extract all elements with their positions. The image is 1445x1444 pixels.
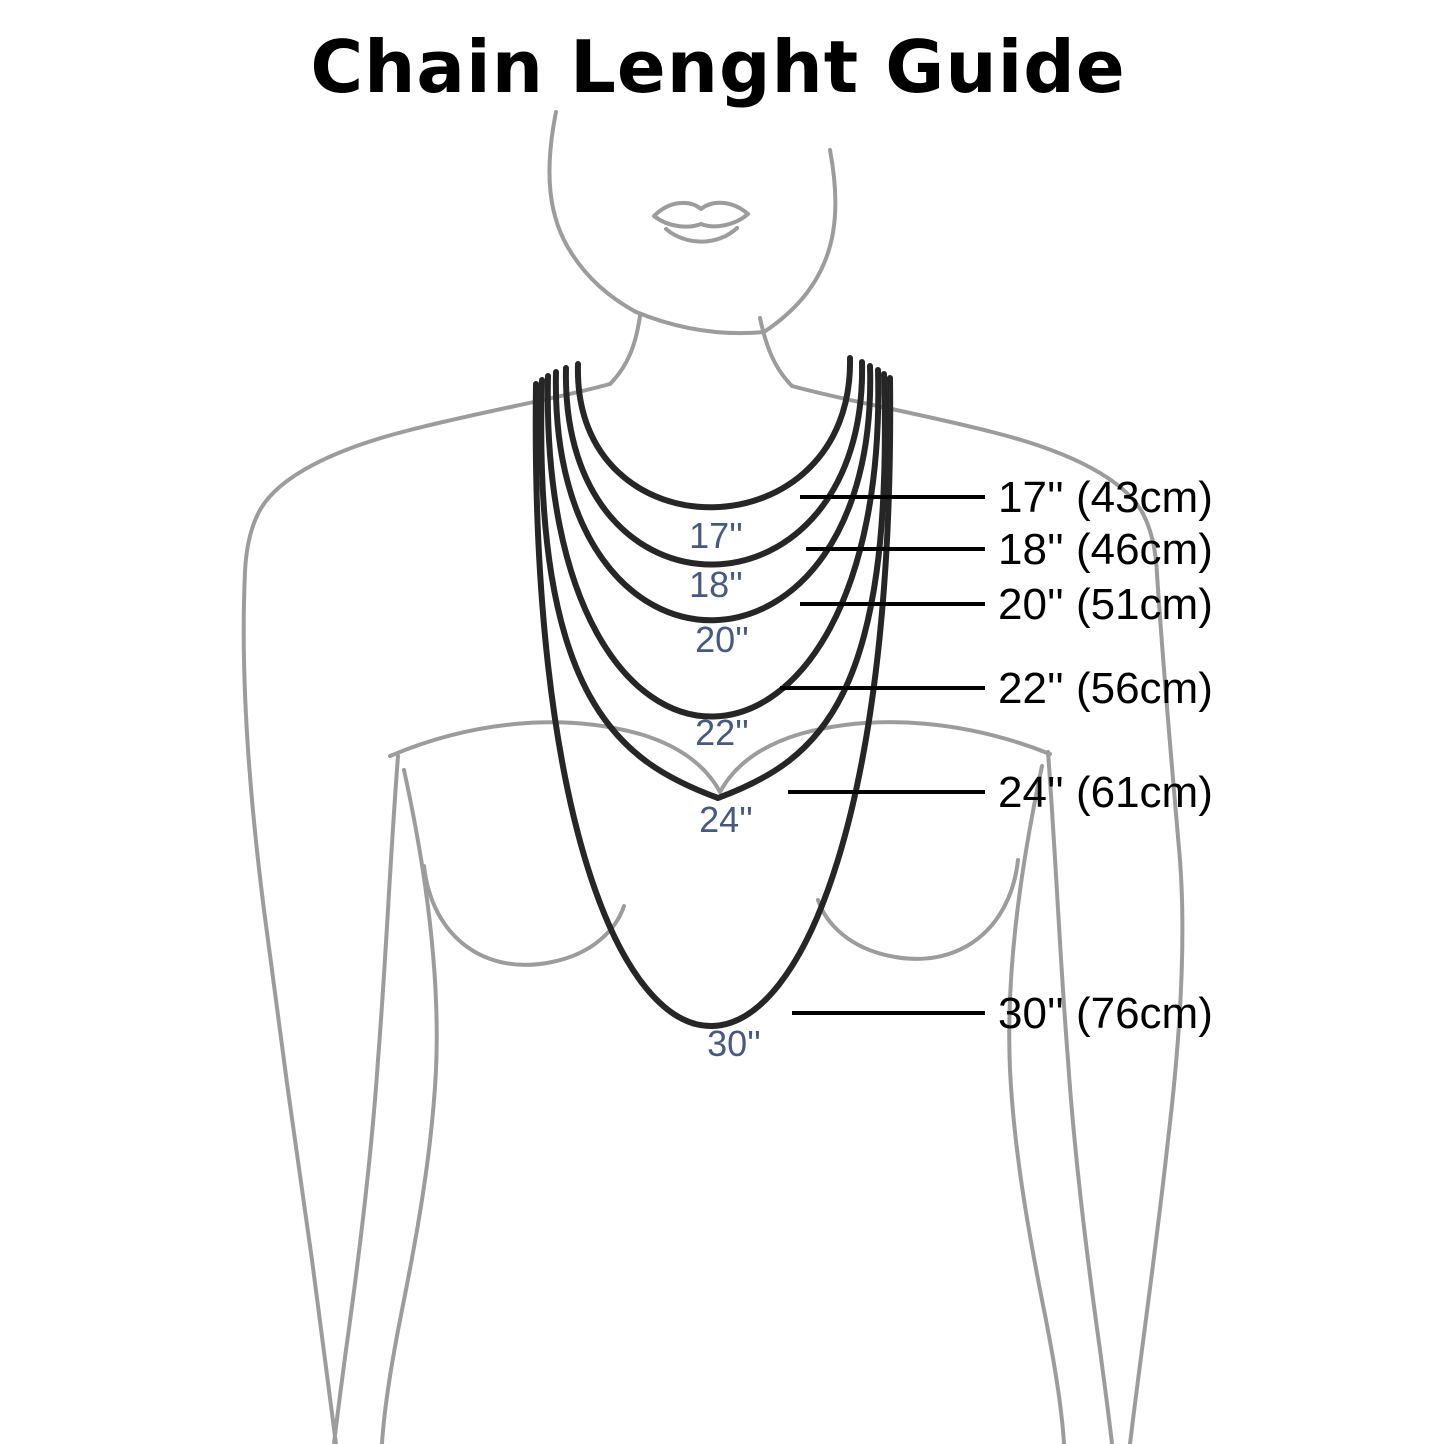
inner-label-20: 20'' [695,619,749,660]
chain-24-inch [538,371,888,801]
callout-label-24: 24'' (61cm) [998,768,1213,817]
chin-line [634,310,766,336]
torso-right-line [1007,764,1066,1444]
callout-label-22: 22'' (56cm) [998,664,1213,713]
callout-lines [780,495,985,1015]
torso-left-line [380,768,439,1444]
chain-17-inch [574,355,854,511]
inner-label-17: 17'' [689,515,743,556]
callout-labels: 17'' (43cm) 18'' (46cm) 20'' (51cm) 22''… [998,473,1213,1038]
inner-label-24: 24'' [699,799,753,840]
chain-22-inch [544,367,882,720]
inner-arm-right-line [1046,750,1114,1444]
shoulder-arm-right-line [790,384,1185,1444]
callout-label-17: 17'' (43cm) [998,473,1213,522]
page-title: Chain Lenght Guide [310,25,1125,109]
necklace-chains [532,355,894,1029]
bust-right-arc [816,858,1020,961]
chain-18-inch [562,359,866,568]
callout-label-30: 30'' (76cm) [998,989,1213,1038]
shoulder-arm-left-line [241,382,612,1444]
upper-lip [652,200,750,229]
inner-arm-left-line [332,754,400,1444]
inner-label-18: 18'' [689,564,743,605]
callout-label-18: 18'' (46cm) [998,525,1213,574]
neck-left-line [608,314,642,386]
chain-20-inch [552,363,874,624]
face-left-line [547,110,638,314]
inner-length-labels: 17'' 18'' 20'' 22'' 24'' 30'' [689,515,761,1064]
callout-label-20: 20'' (51cm) [998,580,1213,629]
body-outline [241,110,1185,1444]
inner-label-30: 30'' [707,1023,761,1064]
lower-lip [664,226,739,244]
face-right-line [762,148,838,334]
chain-30-inch [532,375,894,1029]
chest-neckline [388,720,1052,794]
inner-label-22: 22'' [695,712,749,753]
neck-right-line [758,316,794,388]
